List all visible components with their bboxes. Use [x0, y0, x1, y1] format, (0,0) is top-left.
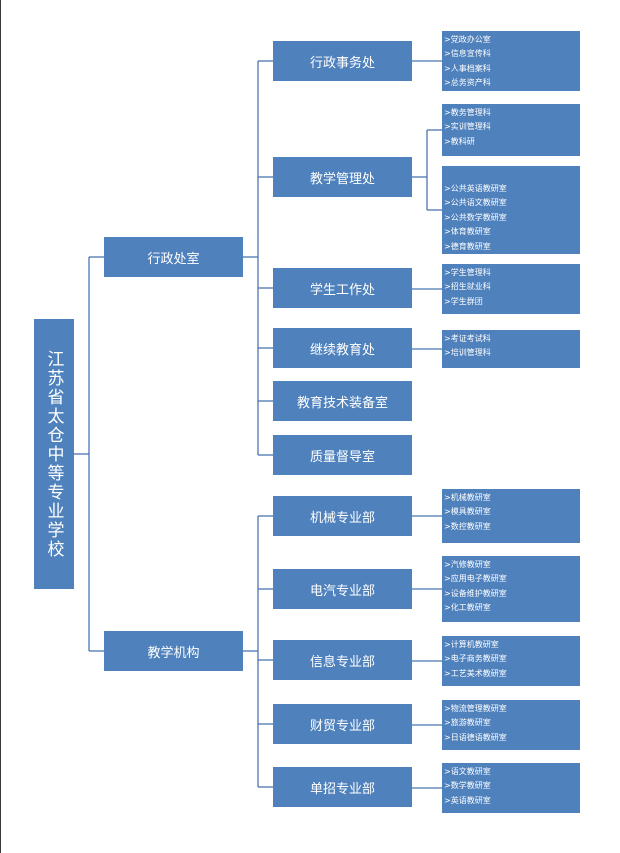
leaf-box-mechanical: >机械教研室 >模具教研室 >数控教研室 [442, 489, 580, 543]
leaf-item: >德育教研室 [444, 241, 491, 251]
leaf-item: >日语德语教研室 [444, 732, 507, 742]
leaf-item: >数学教研室 [444, 781, 491, 791]
leaf-item: >学生管理科 [444, 268, 491, 277]
leaf-box-information: >计算机教研室 >电子商务教研室 >工艺美术教研室 [442, 636, 580, 686]
leaf-item: >数控教研室 [444, 521, 491, 531]
leaf-box-electrical-auto: >汽修教研室 >应用电子教研室 >设备维护教研室 >化工教研室 [442, 556, 580, 622]
leaf-box-continuing-education: >考证考试科 >培训管理科 [442, 330, 580, 368]
leaf-item: >人事档案科 [444, 63, 491, 73]
leaf-item: >教务管理科 [444, 108, 491, 117]
unit-quality-supervision: 质量督导室 [273, 435, 412, 475]
leaf-item: >计算机教研室 [444, 640, 499, 649]
leaf-item: >物流管理教研室 [444, 704, 507, 713]
root-school-name: 江苏省太仓中等专业学校 [34, 319, 74, 589]
unit-single-enrollment-dept: 单招专业部 [273, 767, 412, 807]
branch-teaching-units: 教学机构 [104, 631, 243, 671]
page-left-border [0, 0, 1, 853]
leaf-item: >信息宣传科 [444, 49, 491, 59]
unit-student-affairs: 学生工作处 [273, 268, 412, 308]
unit-electrical-auto-dept: 电汽专业部 [273, 569, 412, 609]
branch-admin-offices: 行政处室 [104, 237, 243, 277]
leaf-box-admin-affairs: >党政办公室 >信息宣传科 >人事档案科 >总务资产科 [442, 31, 580, 91]
leaf-item: >化工教研室 [444, 603, 491, 613]
leaf-item: >总务资产科 [444, 78, 491, 88]
leaf-item: >培训管理科 [444, 348, 491, 358]
leaf-item: >应用电子教研室 [444, 574, 507, 584]
leaf-item: >招生就业科 [444, 282, 491, 292]
leaf-item: >英语教研室 [444, 795, 491, 805]
leaf-box-teaching-mgmt-research: >公共英语教研室 >公共语文教研室 >公共数学教研室 >体育教研室 >德育教研室 [442, 166, 580, 254]
unit-information-dept: 信息专业部 [273, 640, 412, 680]
leaf-item: >模具教研室 [444, 507, 491, 517]
leaf-item: >实训管理科 [444, 122, 491, 132]
leaf-item: >公共语文教研室 [444, 198, 507, 208]
leaf-box-teaching-mgmt-sections: >教务管理科 >实训管理科 >教科研 [442, 104, 580, 156]
leaf-box-finance-trade: >物流管理教研室 >旅游教研室 >日语德语教研室 [442, 700, 580, 750]
leaf-item: >旅游教研室 [444, 718, 491, 728]
leaf-item: >学生群团 [444, 296, 483, 306]
leaf-item: >电子商务教研室 [444, 654, 507, 664]
leaf-item: >汽修教研室 [444, 560, 491, 569]
leaf-item: >机械教研室 [444, 493, 491, 502]
leaf-item: >体育教研室 [444, 227, 491, 237]
unit-admin-affairs: 行政事务处 [273, 41, 412, 81]
leaf-item: >设备维护教研室 [444, 588, 507, 598]
leaf-item: >党政办公室 [444, 35, 491, 44]
leaf-item: >考证考试科 [444, 334, 491, 343]
leaf-item: >公共数学教研室 [444, 212, 507, 222]
unit-teaching-management: 教学管理处 [273, 157, 412, 197]
leaf-item: >工艺美术教研室 [444, 668, 507, 678]
unit-continuing-education: 继续教育处 [273, 328, 412, 368]
leaf-item: >语文教研室 [444, 767, 491, 776]
unit-mechanical-dept: 机械专业部 [273, 496, 412, 536]
leaf-item: >教科研 [444, 136, 475, 146]
unit-finance-trade-dept: 财贸专业部 [273, 704, 412, 744]
unit-edu-tech-equipment: 教育技术装备室 [273, 381, 412, 421]
leaf-box-student-affairs: >学生管理科 >招生就业科 >学生群团 [442, 264, 580, 314]
leaf-item: >公共英语教研室 [444, 184, 507, 193]
leaf-box-single-enrollment: >语文教研室 >数学教研室 >英语教研室 [442, 763, 580, 813]
